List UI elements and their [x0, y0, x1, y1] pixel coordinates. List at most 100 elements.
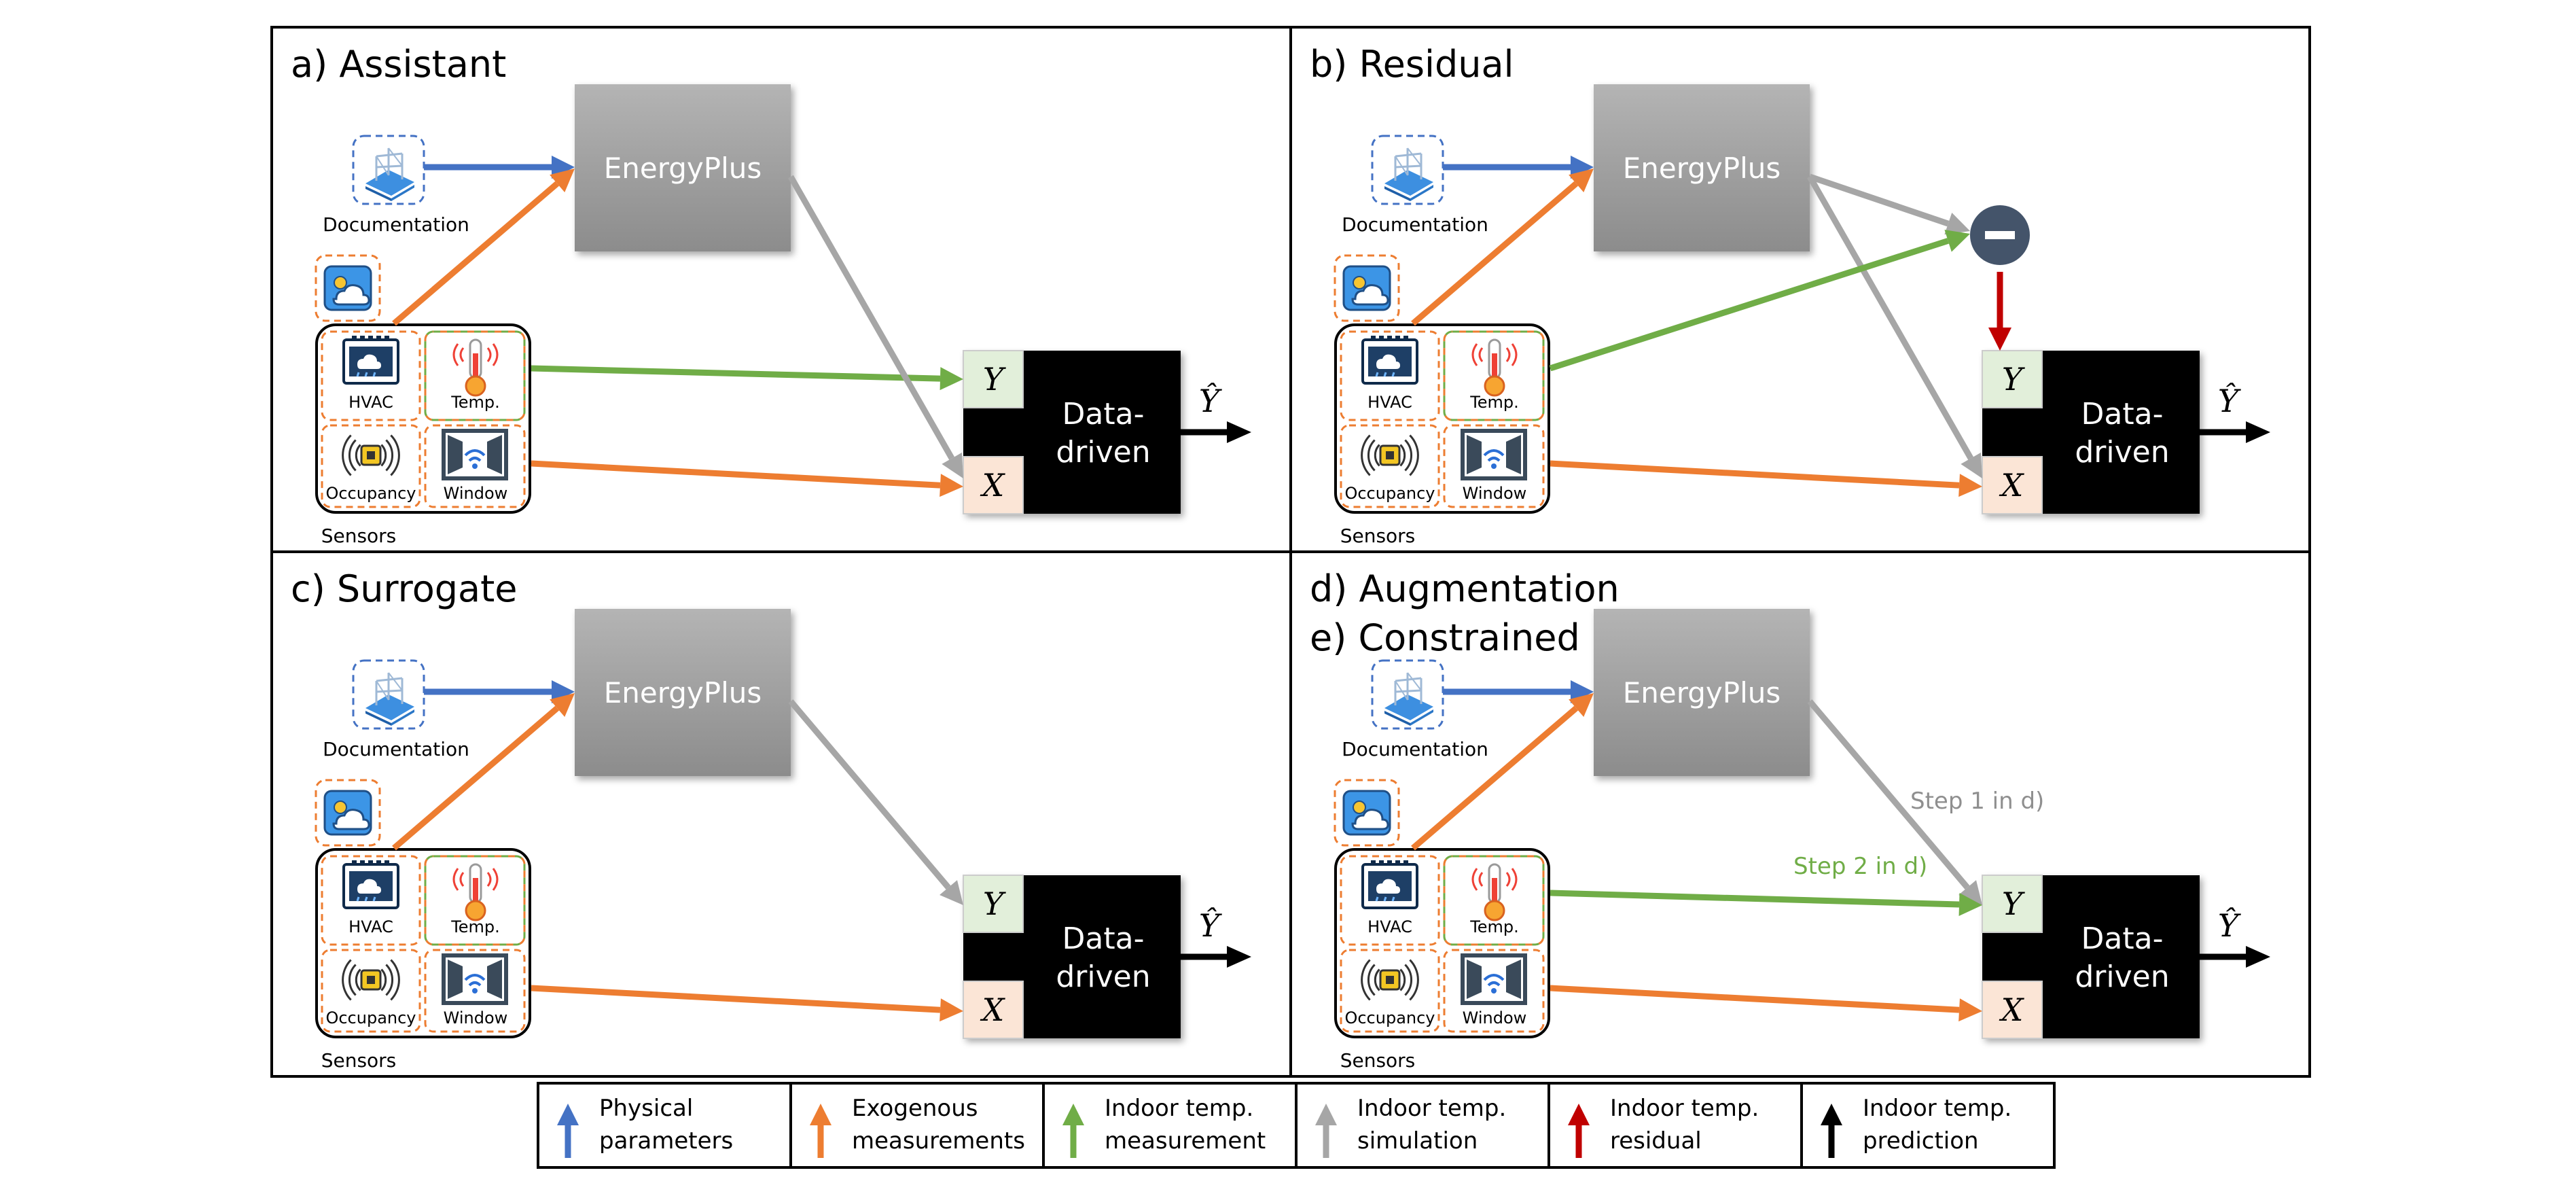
legend-item: Indoor temp. simulation	[1295, 1083, 1506, 1167]
legend-label-line2: parameters	[599, 1127, 733, 1155]
window-icon	[442, 429, 508, 480]
occupancy-label: Occupancy	[325, 484, 416, 503]
panel-a: a) AssistantEnergyPlusDocumentationSenso…	[291, 43, 1251, 547]
arrow-simulation-to-minus	[1808, 173, 1970, 235]
panel-b: b) ResidualEnergyPlusDocumentationSensor…	[1310, 43, 2270, 547]
occupancy-cell	[321, 949, 421, 1033]
legend-item: Indoor temp. measurement	[1042, 1083, 1266, 1167]
y-input-label: Y	[983, 885, 1007, 922]
panel-subtitle-d: e) Constrained	[1310, 616, 1580, 659]
window-cell	[424, 424, 526, 508]
weather-icon	[1334, 779, 1400, 847]
legend-arrow	[557, 1104, 579, 1158]
legend-item: Physical parameters	[557, 1095, 733, 1158]
arrow-exogenous-to-x	[1550, 460, 1982, 497]
legend-arrow	[810, 1104, 831, 1158]
occupancy-label: Occupancy	[1344, 1008, 1435, 1027]
energyplus-label: EnergyPlus	[604, 676, 762, 709]
sensors-label: Sensors	[321, 525, 397, 547]
panel-title-b: b) Residual	[1310, 43, 1514, 86]
arrow-simulation-to-y	[1807, 699, 1982, 905]
arrow-simulation-to-y	[788, 699, 963, 905]
energyplus-box	[1594, 609, 1810, 776]
window-label: Window	[444, 1008, 508, 1027]
data-driven-label-1: Data-	[1062, 921, 1145, 956]
hvac-icon	[342, 860, 399, 909]
window-cell	[1443, 949, 1545, 1033]
hvac-label: HVAC	[1367, 393, 1412, 412]
legend-arrow	[1821, 1104, 1842, 1158]
data-driven-label-2: driven	[1056, 435, 1150, 470]
arrow-exogenous-to-x	[531, 985, 963, 1022]
occupancy-label: Occupancy	[325, 1008, 416, 1027]
occupancy-cell	[1340, 424, 1440, 508]
y-input-label: Y	[983, 361, 1007, 398]
sensors-label: Sensors	[1340, 525, 1416, 547]
temp-label: Temp.	[450, 917, 500, 936]
legend-label-line1: Physical	[599, 1095, 693, 1122]
yhat-label: Ŷ	[2218, 907, 2242, 944]
hvac-icon	[342, 336, 399, 385]
yhat-label: Ŷ	[1199, 382, 1223, 419]
legend-item: Indoor temp.prediction	[1800, 1083, 2011, 1167]
legend-label-line1: Indoor temp.	[1105, 1095, 1253, 1122]
arrow-simulation-to-x	[1807, 175, 1982, 478]
arrow-weather-to-energyplus	[392, 693, 575, 851]
x-input-box	[1982, 981, 2043, 1039]
data-driven-label-2: driven	[2075, 435, 2169, 470]
arrow-simulation-to-x	[788, 175, 963, 478]
arrow-weather-to-energyplus	[1411, 693, 1594, 851]
temp-cell	[424, 855, 526, 946]
hvac-label: HVAC	[348, 917, 393, 936]
hvac-label: HVAC	[1367, 917, 1412, 936]
legend-arrow	[1315, 1104, 1337, 1158]
arrow-weather-to-energyplus	[1411, 169, 1594, 326]
temp-cell	[1443, 330, 1545, 421]
energyplus-label: EnergyPlus	[604, 152, 762, 185]
hvac-label: HVAC	[348, 393, 393, 412]
documentation-icon	[352, 135, 425, 205]
documentation-label: Documentation	[323, 213, 469, 236]
y-input-label: Y	[2002, 361, 2026, 398]
occupancy-cell	[1340, 949, 1440, 1033]
temp-label: Temp.	[1469, 393, 1519, 412]
documentation-icon	[352, 659, 425, 730]
data-driven-label-1: Data-	[2081, 397, 2164, 432]
documentation-label: Documentation	[1342, 738, 1488, 760]
prediction-arrow	[1181, 946, 1251, 968]
sensors-label: Sensors	[321, 1049, 397, 1072]
weather-icon	[1334, 254, 1400, 322]
x-input-label: X	[1999, 991, 2025, 1028]
hvac-icon	[1361, 336, 1418, 385]
data-driven-label-1: Data-	[1062, 397, 1145, 432]
y-input-box	[963, 875, 1024, 933]
documentation-icon	[1371, 135, 1444, 205]
data-driven-label-2: driven	[1056, 960, 1150, 994]
window-icon	[442, 953, 508, 1005]
prediction-arrow	[2200, 946, 2270, 968]
energyplus-box	[1594, 84, 1810, 251]
legend-label-line2: measurement	[1105, 1127, 1266, 1155]
legend-label-line2: prediction	[1863, 1127, 1979, 1155]
thermometer-icon	[452, 338, 499, 397]
occupancy-label: Occupancy	[1344, 484, 1435, 503]
occupancy-sensor-icon	[342, 434, 400, 476]
window-icon	[1461, 953, 1527, 1005]
occupancy-sensor-icon	[1361, 434, 1419, 476]
legend-arrow	[1062, 1104, 1084, 1158]
occupancy-sensor-icon	[1361, 959, 1419, 1001]
arrow-exogenous-to-x	[531, 460, 963, 497]
hvac-cell	[1340, 855, 1440, 946]
legend-arrow	[1568, 1104, 1590, 1158]
legend-label-line2: simulation	[1357, 1127, 1478, 1155]
arrow-measurement-to-y	[1550, 890, 1982, 917]
hvac-icon	[1361, 860, 1418, 909]
window-label: Window	[1463, 484, 1527, 503]
legend-label-line1: Indoor temp.	[1357, 1095, 1506, 1122]
x-input-box	[1982, 456, 2043, 514]
legend-label-line2: residual	[1610, 1127, 1702, 1155]
data-driven-label-2: driven	[2075, 960, 2169, 994]
legend-label-line1: Exogenous	[852, 1095, 978, 1122]
